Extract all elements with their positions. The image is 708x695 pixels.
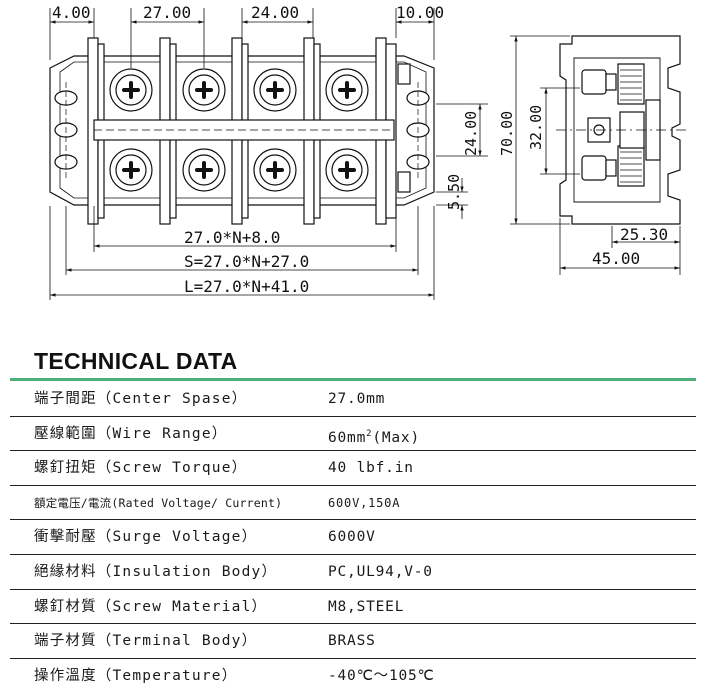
side-view [556,35,690,225]
row-wire-range: 壓線範圍（Wire Range） 60mm2(Max) [10,417,696,452]
row-surge-voltage: 衝擊耐壓（Surge Voltage） 6000V [10,520,696,555]
row-label: 端子間距（Center Spase） [34,391,248,407]
screws-top-row [109,68,369,112]
screws-bottom-row [109,148,369,192]
dim-4-00: 4.00 [52,3,91,22]
side-dimension-lines [510,35,681,275]
row-label: 操作溫度（Temperature） [34,667,238,684]
screw [182,68,226,112]
dim-n-plus-8: 27.0*N+8.0 [184,228,280,247]
dim-27-00: 27.00 [143,3,191,22]
row-screw-material: 螺釘材質（Screw Material） M8,STEEL [10,590,696,625]
title-divider [10,378,696,381]
dim-24-00-right: 24.00 [462,111,480,156]
value-suffix: (Max) [372,429,420,446]
row-terminal-body: 端子材質（Terminal Body） BRASS [10,624,696,659]
row-label: 絕緣材料（Insulation Body） [34,563,278,580]
screw [325,68,369,112]
row-value: M8,STEEL [328,598,405,615]
row-label: 螺釘材質（Screw Material） [34,598,268,615]
front-dimension-lines [49,8,488,300]
row-value: 600V,150A [328,495,401,510]
dim-45-00: 45.00 [592,249,640,268]
row-value: 27.0mm [328,391,386,407]
screw [109,68,153,112]
row-label: 端子材質（Terminal Body） [34,633,258,650]
dim-32-00: 32.00 [527,105,545,150]
row-label: 螺釘扭矩（Screw Torque） [34,460,248,477]
row-value: -40℃～105℃ [328,667,435,684]
dim-70-00: 70.00 [498,111,516,156]
row-value: 6000V [328,529,376,546]
row-temperature: 操作溫度（Temperature） -40℃～105℃ [10,659,696,694]
row-value: 60mm2(Max) [328,417,420,455]
row-value: PC,UL94,V-0 [328,563,433,580]
row-value: BRASS [328,633,376,650]
screw [325,148,369,192]
screw [109,148,153,192]
row-label: 衝擊耐壓（Surge Voltage） [34,529,258,546]
row-label: 額定電压/電流(Rated Voltage/ Current) [34,495,283,510]
value-main: 60mm [328,429,367,446]
row-label: 壓線範圍（Wire Range） [34,425,228,442]
row-insulation-body: 絕緣材料（Insulation Body） PC,UL94,V-0 [10,555,696,590]
screw [182,148,226,192]
dimension-drawing: 4.00 27.00 24.00 10.00 24.00 5.50 27.0*N… [49,3,690,300]
row-value: 40 lbf.in [328,460,414,477]
screw [253,68,297,112]
technical-data-title: TECHNICAL DATA [34,348,238,374]
dim-s-length: S=27.0*N+27.0 [184,252,309,271]
screw [253,148,297,192]
technical-data-table: 端子間距（Center Spase） 27.0mm 壓線範圍（Wire Rang… [10,382,696,693]
value-superscript: 2 [366,428,373,439]
row-rated-voltage: 額定電压/電流(Rated Voltage/ Current) 600V,150… [10,486,696,521]
row-screw-torque: 螺釘扭矩（Screw Torque） 40 lbf.in [10,451,696,486]
row-center-spacing: 端子間距（Center Spase） 27.0mm [10,382,696,417]
dim-25-30: 25.30 [620,225,668,244]
dim-l-length: L=27.0*N+41.0 [184,277,309,296]
mounting-slots [54,82,430,178]
dim-5-50: 5.50 [445,174,463,210]
dim-10-00: 10.00 [396,3,444,22]
front-view [49,37,435,225]
dim-24-00: 24.00 [251,3,299,22]
